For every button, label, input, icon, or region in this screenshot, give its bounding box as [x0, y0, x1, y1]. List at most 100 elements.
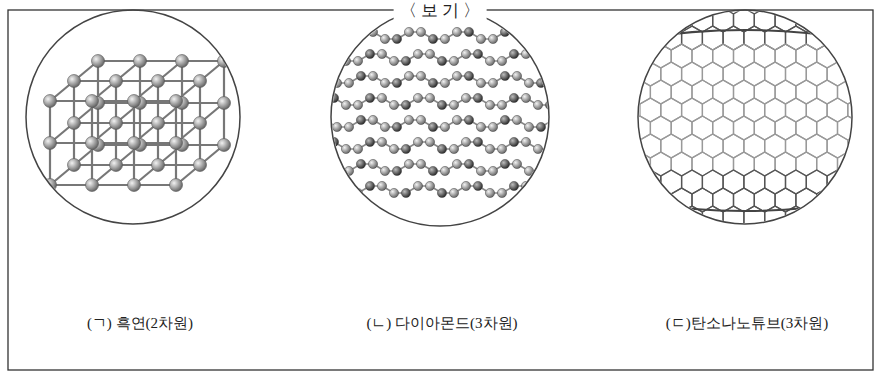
atom: [485, 188, 494, 197]
atom: [194, 159, 207, 172]
atom: [341, 188, 350, 197]
atom: [536, 122, 545, 131]
atom: [536, 166, 545, 175]
bond: [541, 164, 553, 171]
atom: [452, 115, 461, 124]
hexagon: [838, 8, 859, 32]
atom: [545, 56, 554, 65]
atom: [548, 115, 557, 124]
figure-caption: (ㄷ)탄소나노튜브(3차원): [666, 314, 828, 332]
atom: [86, 95, 99, 108]
atom: [152, 117, 165, 130]
atom: [533, 188, 542, 197]
atom: [344, 34, 353, 43]
circle-outline: [26, 10, 240, 224]
atom: [509, 137, 518, 146]
atom: [476, 166, 485, 175]
atom: [134, 55, 147, 68]
atom: [497, 56, 506, 65]
atom: [341, 144, 350, 153]
atom: [425, 49, 434, 58]
bond: [346, 192, 358, 194]
atom: [356, 71, 365, 80]
atom: [365, 137, 374, 146]
atom: [473, 49, 482, 58]
hexagon: [827, 26, 848, 50]
atom: [344, 78, 353, 87]
hexagon: [869, 98, 879, 122]
atom: [413, 181, 422, 190]
hexagon: [817, 8, 838, 32]
atom: [86, 137, 99, 150]
atom: [110, 117, 123, 130]
atom: [497, 188, 506, 197]
atom: [68, 75, 81, 88]
atom: [218, 139, 231, 152]
atom: [329, 49, 338, 58]
hexagon: [869, 26, 879, 50]
atom: [404, 115, 413, 124]
hexagon: [630, 8, 651, 32]
atom: [365, 93, 374, 102]
hexagon: [869, 62, 879, 86]
atom: [464, 27, 473, 36]
atom: [152, 159, 165, 172]
atom: [128, 95, 141, 108]
atom: [509, 93, 518, 102]
hexagon: [869, 206, 879, 230]
atom: [344, 122, 353, 131]
atom: [533, 144, 542, 153]
atom: [416, 71, 425, 80]
atom: [404, 159, 413, 168]
atom: [428, 34, 437, 43]
atom: [194, 117, 207, 130]
hexagon: [848, 134, 869, 158]
atom: [437, 56, 446, 65]
hexagon: [806, 206, 827, 230]
atom: [485, 56, 494, 65]
atom: [521, 93, 530, 102]
atom: [473, 181, 482, 190]
atom: [449, 100, 458, 109]
atom: [368, 71, 377, 80]
graphite-lattice: [44, 55, 231, 192]
atom: [485, 144, 494, 153]
atom: [452, 27, 461, 36]
atom: [377, 93, 386, 102]
atom: [44, 95, 57, 108]
atom: [320, 115, 329, 124]
atom: [488, 78, 497, 87]
hexagon: [640, 206, 661, 230]
atom: [425, 93, 434, 102]
atom: [428, 166, 437, 175]
tube-edge: [630, 200, 860, 211]
atom: [389, 188, 398, 197]
atom: [509, 181, 518, 190]
carbon-figure: (ㄱ) 흑연(2차원): [20, 8, 260, 332]
atom: [68, 117, 81, 130]
atom: [218, 97, 231, 110]
frame-title: 〈 보 기 〉: [394, 1, 487, 21]
bond: [325, 164, 337, 171]
hexagon: [858, 116, 879, 140]
hexagon: [630, 188, 651, 212]
atom: [380, 166, 389, 175]
atom: [392, 34, 401, 43]
atom: [440, 166, 449, 175]
atom: [440, 78, 449, 87]
atom: [110, 75, 123, 88]
atom: [413, 137, 422, 146]
atom: [536, 34, 545, 43]
atom: [380, 78, 389, 87]
atom: [368, 115, 377, 124]
hexagon: [869, 170, 879, 194]
atom: [440, 34, 449, 43]
hexagon: [848, 170, 869, 194]
bond: [334, 186, 346, 193]
atom: [380, 122, 389, 131]
hexagon: [838, 188, 859, 212]
atom: [320, 159, 329, 168]
atom: [500, 115, 509, 124]
atom: [401, 56, 410, 65]
atom: [437, 100, 446, 109]
